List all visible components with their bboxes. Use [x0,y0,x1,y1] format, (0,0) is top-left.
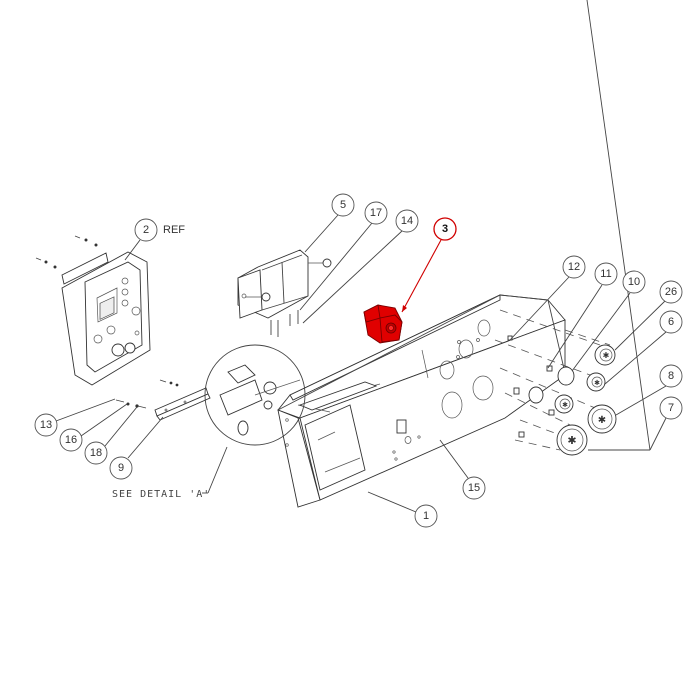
callout-12[interactable]: 12 [562,255,586,279]
callout-10[interactable]: 10 [622,270,646,294]
svg-text:✱: ✱ [598,415,606,426]
callout-11[interactable]: 11 [594,262,618,286]
callout-16[interactable]: 16 [59,428,83,452]
callout-13[interactable]: 13 [34,413,58,437]
callout-label: 7 [668,402,674,414]
leader-lines [55,0,667,513]
svg-text:✱: ✱ [603,351,610,360]
callout-label: 13 [40,419,52,431]
callout-label: 11 [600,268,611,280]
svg-text:✱: ✱ [567,434,576,447]
callout-17[interactable]: 17 [364,201,388,225]
gauges: ✱ ✱ ✱ ✱ ✱ [494,309,617,456]
callout-label: 12 [568,261,580,273]
callout-2[interactable]: 2 REF [134,218,185,242]
bracket [115,379,211,421]
highlighted-part-3[interactable] [363,304,403,344]
callout-3-highlighted[interactable]: 3 [433,217,457,241]
panel-housing [277,294,566,508]
callout-label: 8 [668,370,674,382]
callout-5[interactable]: 5 [331,193,355,217]
callout-label: 2 [143,224,149,236]
callout-label: 15 [468,482,480,494]
callout-label: 17 [370,207,382,219]
callout-label: 16 [65,434,77,446]
callout-label: 14 [401,215,413,227]
detail-a-circle [204,344,306,446]
callout-label: 1 [423,510,429,522]
callout-1[interactable]: 1 [414,504,438,528]
callout-14[interactable]: 14 [395,209,419,233]
ref-label: REF [163,224,185,236]
callout-label: 9 [118,462,124,474]
control-box [35,235,151,386]
callout-label: 6 [668,316,674,328]
see-detail-a-note: SEE DETAIL 'A' [112,489,210,500]
motor-assembly [237,249,332,337]
callout-6[interactable]: 6 [659,310,683,334]
callout-label: 10 [628,276,640,288]
callout-15[interactable]: 15 [462,476,486,500]
callout-18[interactable]: 18 [84,441,108,465]
callout-26[interactable]: 26 [659,280,683,304]
callout-label: 5 [340,199,346,211]
callout-8[interactable]: 8 [659,364,683,388]
svg-text:✱: ✱ [594,379,600,387]
callout-label: 3 [442,223,448,235]
callout-label: 18 [90,447,102,459]
callout-9[interactable]: 9 [109,456,133,480]
callout-7[interactable]: 7 [659,396,683,420]
svg-text:✱: ✱ [562,401,568,409]
callout-label: 26 [665,286,677,298]
